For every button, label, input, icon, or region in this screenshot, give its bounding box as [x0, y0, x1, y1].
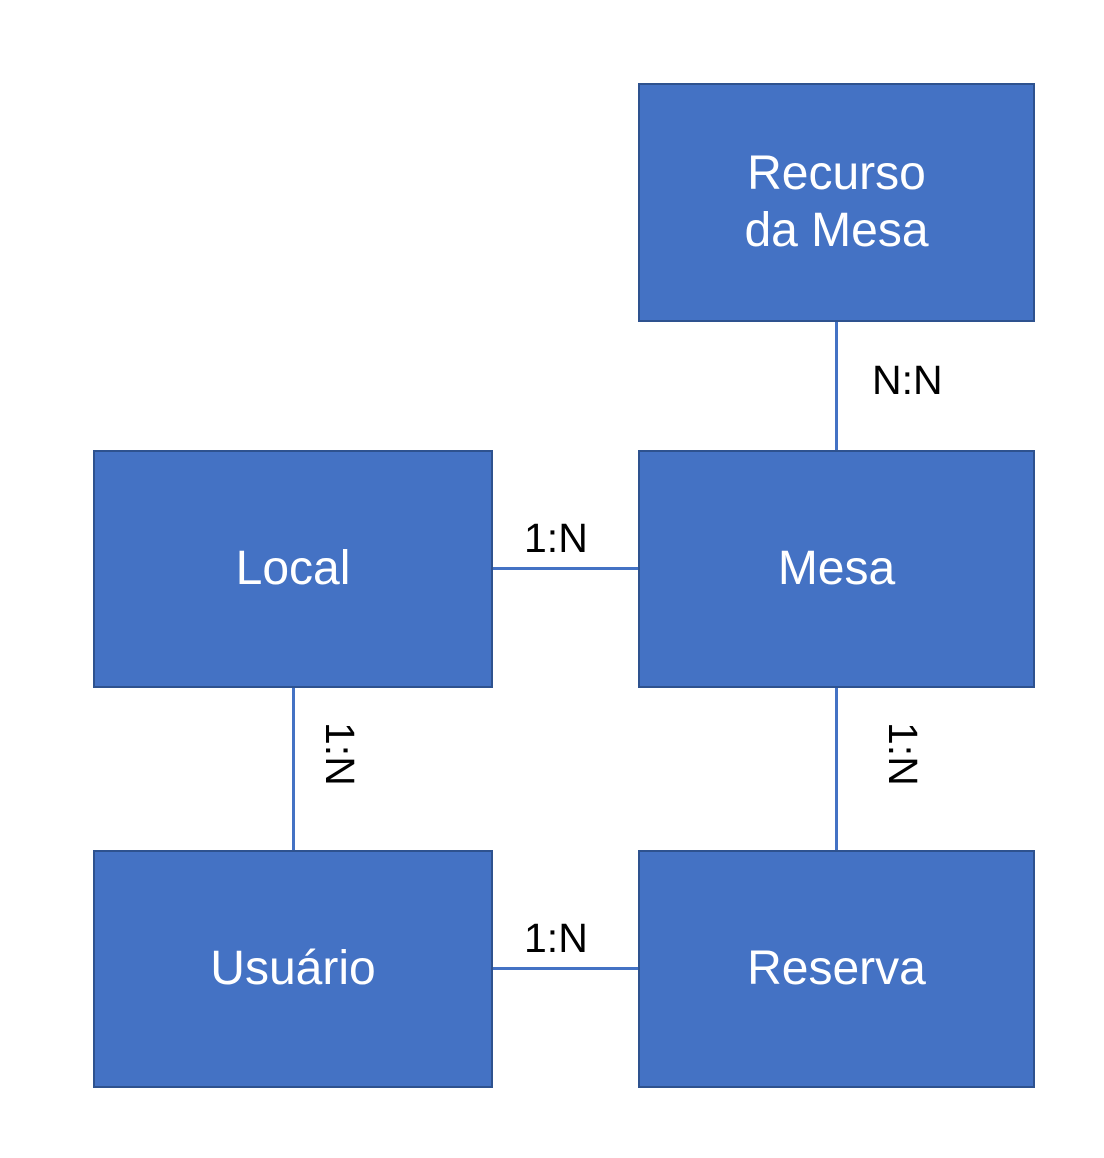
cardinality-label-recurso-mesa: N:N: [872, 357, 943, 403]
connector-mesa-reserva[interactable]: [835, 686, 838, 852]
connector-local-mesa[interactable]: [491, 567, 640, 570]
entity-recurso-da-mesa-label: Recurso da Mesa: [744, 146, 929, 257]
cardinality-label-mesa-reserva: 1:N: [880, 722, 926, 786]
cardinality-label-local-usuario: 1:N: [317, 722, 363, 786]
entity-reserva[interactable]: Reserva: [638, 850, 1035, 1088]
connector-local-usuario[interactable]: [292, 686, 295, 852]
connector-usuario-reserva[interactable]: [491, 967, 640, 970]
entity-mesa[interactable]: Mesa: [638, 450, 1035, 688]
entity-usuario[interactable]: Usuário: [93, 850, 493, 1088]
entity-recurso-da-mesa[interactable]: Recurso da Mesa: [638, 83, 1035, 322]
cardinality-label-usuario-reserva: 1:N: [524, 915, 588, 961]
entity-local[interactable]: Local: [93, 450, 493, 688]
entity-mesa-label: Mesa: [777, 541, 896, 595]
entity-local-label: Local: [235, 541, 351, 595]
cardinality-label-local-mesa: 1:N: [524, 515, 588, 561]
entity-reserva-label: Reserva: [747, 941, 926, 995]
connector-recurso-mesa[interactable]: [835, 320, 838, 452]
entity-usuario-label: Usuário: [210, 941, 376, 995]
